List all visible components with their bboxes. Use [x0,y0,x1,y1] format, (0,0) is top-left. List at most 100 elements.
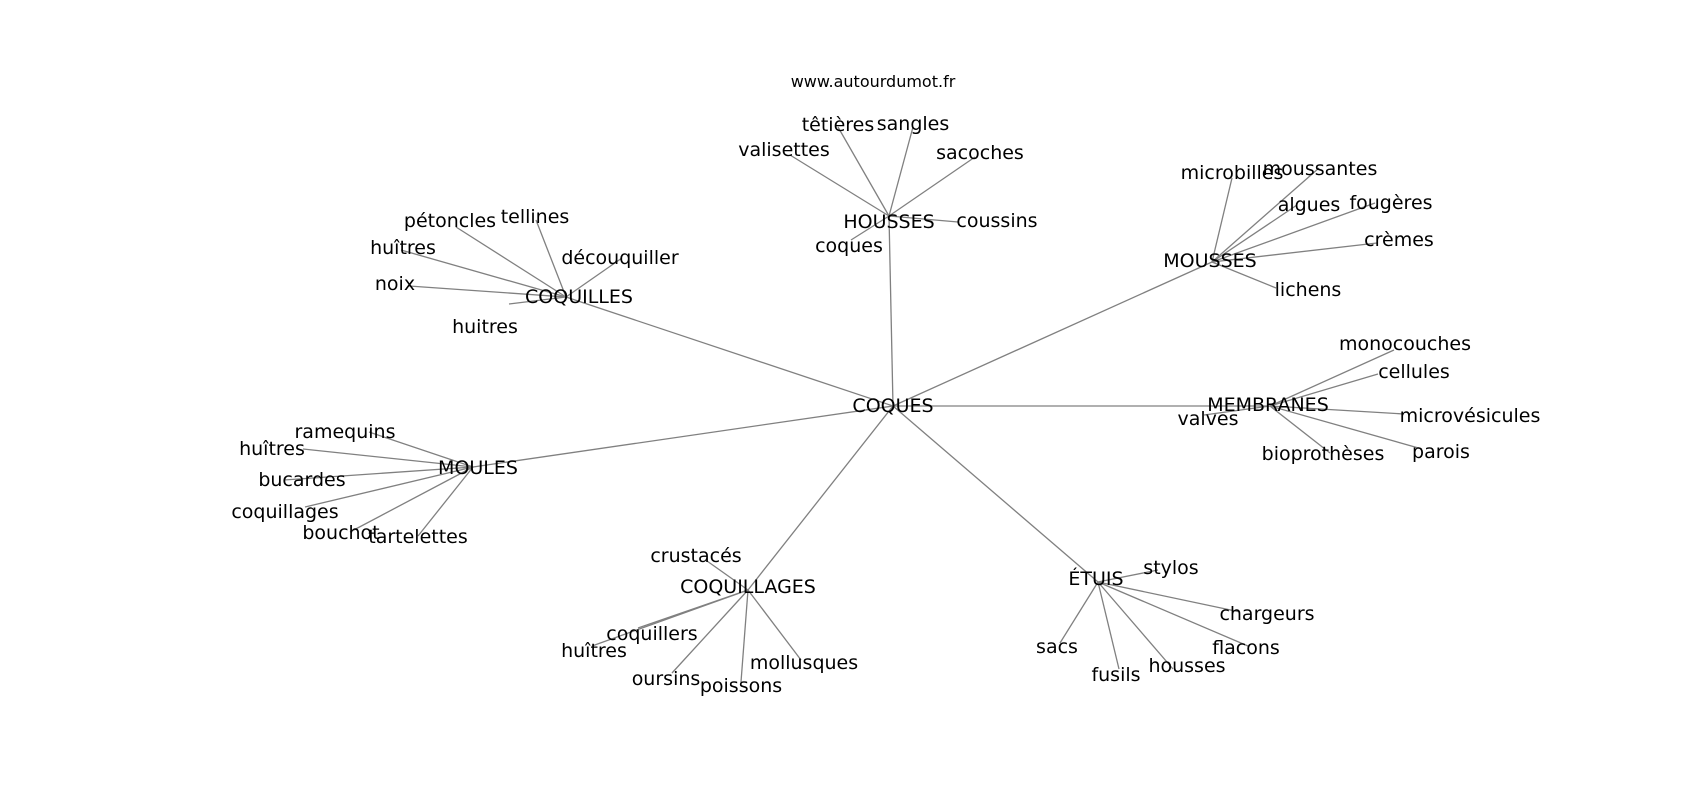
leaf-node-housses: coques [815,235,883,257]
edge-moules-leaf-4 [349,466,474,533]
center-node-label: COQUES [852,395,933,417]
edge-coquilles-leaf-2 [400,249,567,298]
edge-mousses-leaf-5 [1211,261,1277,289]
leaf-node-moules: tartelettes [368,526,468,548]
leaf-node-housses: têtières [802,114,875,136]
edge-coques-coquillages [747,405,894,591]
edge-coques-etuis [892,405,1099,583]
edge-housses-leaf-0 [837,126,890,217]
edge-housses-leaf-4 [888,215,959,223]
edge-mousses-leaf-3 [1211,202,1376,263]
edge-membranes-leaf-3 [1203,405,1271,416]
edge-mousses-leaf-1 [1211,167,1320,263]
edge-coquilles-leaf-0 [455,226,567,298]
cluster-node-mousses: MOUSSES [1163,250,1256,272]
edge-etuis-leaf-1 [1097,581,1241,613]
leaf-node-coquilles: noix [375,273,415,295]
edge-etuis-leaf-2 [1059,581,1099,644]
edge-coques-moules [472,405,894,468]
cluster-node-etuis: ÉTUIS [1068,567,1123,590]
leaf-node-mousses: crèmes [1364,229,1434,251]
leaf-node-etuis: sacs [1036,636,1078,658]
leaf-node-mousses: algues [1278,194,1341,216]
edge-moules-leaf-3 [304,466,474,508]
edge-membranes-leaf-4 [1269,405,1331,454]
leaf-node-mousses: fougères [1349,192,1432,214]
leaf-node-membranes: valves [1178,408,1239,430]
leaf-node-membranes: parois [1412,441,1470,463]
cluster-node-housses: HOUSSES [843,211,934,233]
leaf-node-membranes: cellules [1378,361,1450,383]
edge-housses-leaf-2 [789,154,890,217]
leaf-node-coquilles: tellines [501,206,570,228]
cluster-node-coquilles: COQUILLES [525,286,633,308]
edge-etuis-leaf-3 [1097,581,1249,647]
cluster-node-membranes: MEMBRANES [1207,394,1329,416]
leaf-node-coquillages: huîtres [561,640,627,662]
leaf-node-coquilles: huitres [452,316,518,338]
leaf-node-moules: bucardes [258,469,345,491]
edge-housses-leaf-5 [850,215,890,241]
edge-coquillages-leaf-2 [591,589,749,647]
edge-coquillages-leaf-0 [706,560,749,591]
edge-etuis-leaf-5 [1097,581,1174,670]
leaf-node-membranes: microvésicules [1400,405,1541,427]
edge-coques-coquilles [565,296,894,407]
leaf-node-membranes: bioprothèses [1262,443,1385,465]
edge-membranes-leaf-2 [1269,405,1405,415]
leaf-node-moules: bouchot [302,522,379,544]
edge-membranes-leaf-0 [1269,349,1395,407]
leaf-node-etuis: flacons [1212,637,1280,659]
leaf-node-mousses: lichens [1275,279,1342,301]
edge-moules-leaf-5 [417,466,474,537]
edge-mousses-leaf-4 [1211,242,1378,263]
leaf-node-housses: valisettes [738,139,830,161]
edge-coquillages-leaf-4 [740,589,749,683]
edge-mousses-leaf-2 [1211,204,1298,263]
leaf-node-coquillages: oursins [632,668,701,690]
cluster-node-coquillages: COQUILLAGES [680,576,816,598]
leaf-node-moules: huîtres [239,438,305,460]
edge-coquillages-leaf-5 [747,589,802,661]
leaf-node-moules: ramequins [295,421,396,443]
leaf-node-coquillages: poissons [700,675,782,697]
leaf-node-coquillages: mollusques [750,652,858,674]
leaf-node-etuis: chargeurs [1219,603,1314,625]
cluster-node-moules: MOULES [438,457,518,479]
edge-membranes-leaf-1 [1269,373,1379,407]
leaf-node-membranes: monocouches [1339,333,1471,355]
leaf-node-coquillages: crustacés [650,545,741,567]
leaf-node-housses: sangles [877,113,950,135]
edge-moules-leaf-1 [302,448,474,468]
leaf-node-etuis: housses [1148,655,1225,677]
leaf-node-etuis: stylos [1143,557,1198,579]
leaf-node-etuis: fusils [1091,664,1140,686]
leaf-node-coquilles: huîtres [370,237,436,259]
edge-membranes-leaf-5 [1269,405,1423,450]
leaf-node-mousses: moussantes [1263,158,1378,180]
leaf-node-coquilles: découquiller [561,247,678,269]
edge-moules-leaf-2 [283,466,474,481]
edge-moules-leaf-0 [368,431,474,468]
edge-housses-leaf-1 [888,126,914,217]
edge-coques-mousses [892,261,1213,407]
leaf-node-mousses: microbilles [1181,162,1284,184]
leaf-node-coquilles: pétoncles [404,210,496,232]
edge-mousses-leaf-0 [1211,177,1233,263]
edge-etuis-leaf-0 [1097,569,1159,583]
leaf-node-housses: sacoches [936,142,1024,164]
leaf-node-housses: coussins [956,210,1037,232]
edge-coques-housses [888,215,894,407]
edge-coquilles-leaf-3 [565,257,623,298]
leaf-node-moules: coquillages [231,501,338,523]
leaf-node-coquillages: coquillers [606,623,697,645]
edge-coquillages-leaf-3 [671,589,749,674]
source-url-label: www.autourdumot.fr [791,72,956,91]
edge-coquilles-leaf-5 [508,296,567,305]
graph-edges [283,126,1423,683]
edge-housses-leaf-3 [888,156,976,217]
edge-coquilles-leaf-4 [408,285,567,298]
edge-etuis-leaf-4 [1097,581,1120,670]
